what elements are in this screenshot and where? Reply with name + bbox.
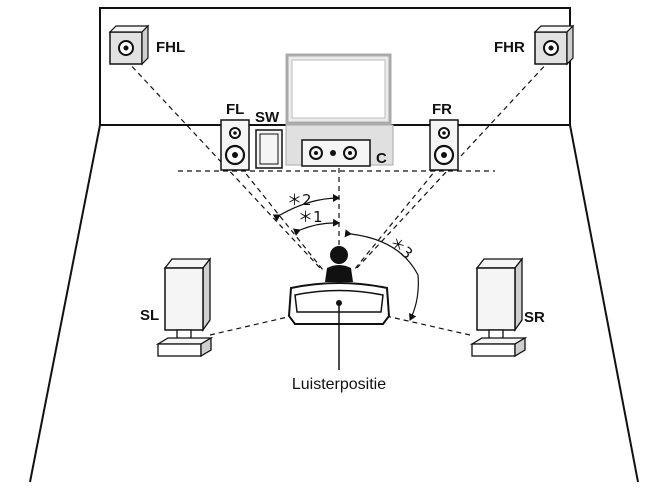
listening-position-label: Luisterpositie [292,376,386,393]
sl-speaker [155,257,214,358]
tv [285,53,392,125]
center-speaker [301,139,371,167]
angle-arcs [272,194,419,321]
fhr-speaker [533,24,575,66]
listener [325,246,353,282]
speaker-label-sl: SL [140,307,159,324]
speaker-label-sr: SR [524,309,545,326]
speaker-label-sw: SW [255,109,280,126]
speaker-label-c: C [376,150,387,167]
speaker-label-fr: FR [432,101,452,118]
speaker-label-fhr: FHR [494,39,525,56]
fl-speaker [220,119,250,171]
fhl-speaker [108,24,150,66]
subwoofer [255,129,283,169]
speaker-label-fhl: FHL [156,39,185,56]
angle-label-1: ＊1 [298,208,323,226]
fr-speaker [429,119,459,171]
angle-label-2: ＊2 [287,191,312,209]
sr-speaker [469,257,528,358]
angle-label-3: ＊3 [386,233,416,263]
speaker-label-fl: FL [226,101,244,118]
